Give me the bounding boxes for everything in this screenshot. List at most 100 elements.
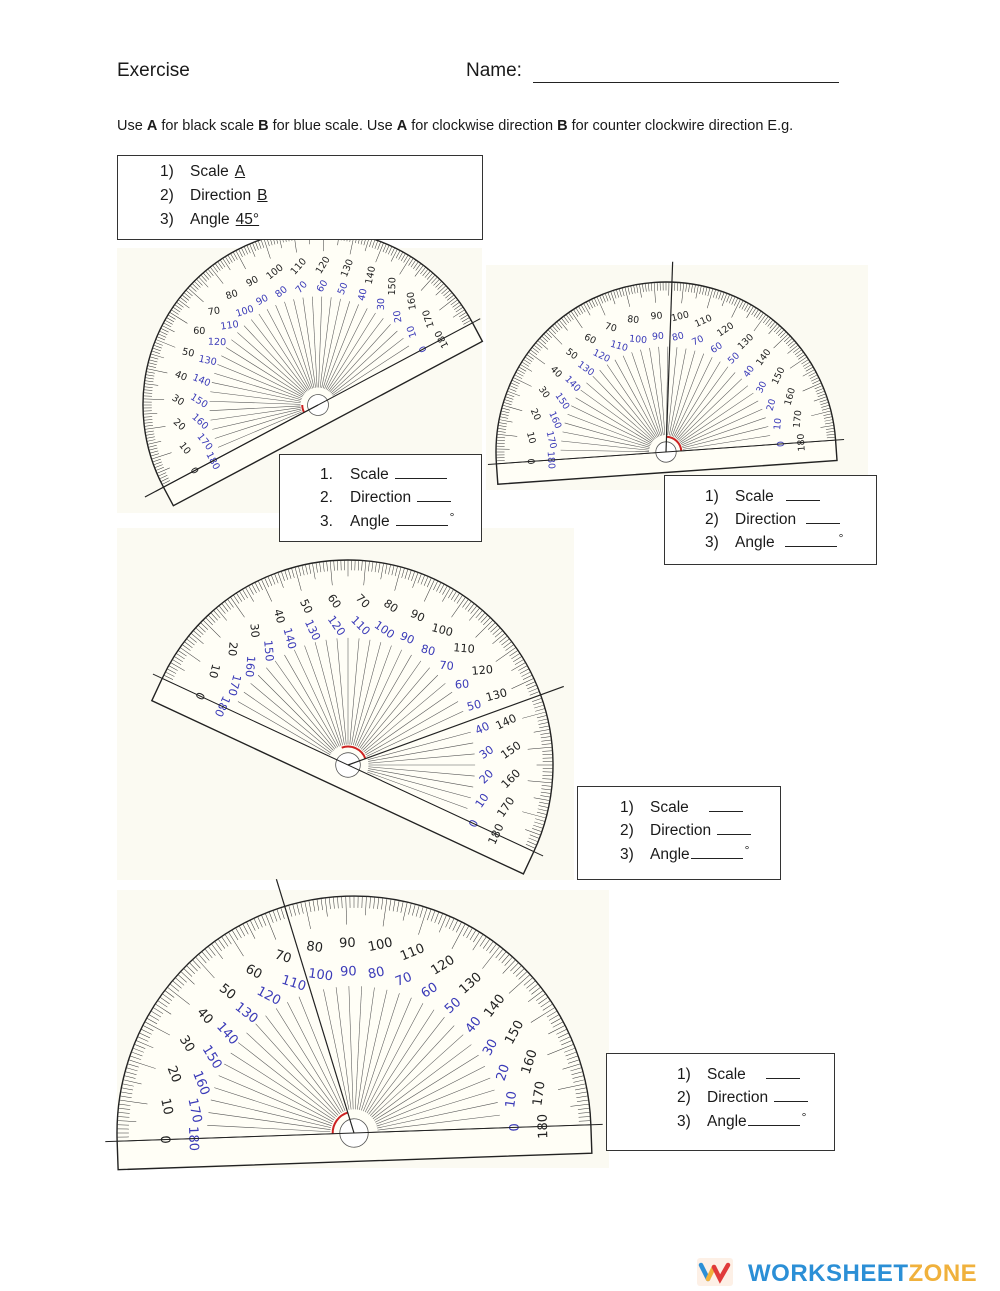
svg-text:60: 60	[582, 332, 598, 347]
q2-direction-blank[interactable]	[806, 508, 841, 524]
q4-scale: 1)Scale	[677, 1063, 800, 1084]
svg-text:120: 120	[471, 663, 494, 678]
page-title: Exercise	[117, 60, 190, 81]
svg-text:110: 110	[279, 973, 307, 995]
svg-text:100: 100	[629, 333, 648, 346]
svg-text:20: 20	[225, 641, 239, 656]
svg-text:140: 140	[364, 265, 379, 285]
svg-text:20: 20	[392, 310, 405, 324]
svg-text:10: 10	[772, 417, 784, 430]
svg-text:170: 170	[530, 1080, 548, 1107]
protractor-3: 0180101702016030150401405013060120701108…	[150, 559, 564, 875]
svg-text:90: 90	[408, 607, 426, 625]
svg-text:90: 90	[340, 964, 357, 980]
svg-text:50: 50	[466, 697, 483, 713]
svg-text:100: 100	[367, 935, 394, 955]
q3-direction-blank[interactable]	[717, 819, 752, 835]
svg-text:90: 90	[652, 331, 665, 343]
svg-text:130: 130	[197, 354, 217, 369]
name-label: Name:	[466, 60, 522, 81]
svg-text:80: 80	[305, 939, 323, 956]
svg-text:160: 160	[243, 655, 258, 678]
q2-direction: 2)Direction	[705, 508, 841, 529]
svg-text:30: 30	[754, 380, 769, 396]
svg-text:90: 90	[254, 293, 270, 308]
q2-scale-blank[interactable]	[785, 485, 820, 501]
svg-text:80: 80	[627, 314, 640, 326]
svg-text:40: 40	[271, 608, 287, 625]
q3-scale-blank[interactable]	[708, 796, 743, 812]
q4-direction: 2)Direction	[677, 1086, 809, 1107]
protractor-2: 0180101702016030150401405013060120701108…	[487, 261, 845, 485]
question-box-1: 1.Scale 2.Direction 3.Angle°	[279, 454, 482, 542]
instructions: Use A for black scale B for blue scale. …	[117, 118, 794, 134]
svg-text:80: 80	[367, 964, 386, 982]
svg-text:90: 90	[398, 629, 416, 647]
svg-text:20: 20	[164, 1064, 184, 1085]
worksheetzone-brand[interactable]: WORKSHEETZONE	[748, 1260, 978, 1287]
svg-text:30: 30	[376, 298, 387, 311]
question-box-2: 1)Scale 2)Direction 3)Angle°	[664, 475, 877, 565]
svg-text:70: 70	[273, 948, 293, 967]
svg-text:10: 10	[206, 662, 222, 679]
svg-text:170: 170	[544, 430, 559, 450]
q2-scale: 1)Scale	[705, 485, 820, 506]
svg-text:80: 80	[671, 330, 685, 344]
svg-text:30: 30	[247, 623, 261, 638]
svg-text:40: 40	[173, 369, 188, 384]
svg-text:50: 50	[297, 597, 315, 615]
svg-text:10: 10	[503, 1090, 520, 1108]
q4-direction-blank[interactable]	[774, 1086, 809, 1102]
svg-text:110: 110	[453, 641, 476, 656]
svg-text:70: 70	[207, 306, 221, 319]
q2-angle-blank[interactable]	[784, 531, 837, 547]
q1-direction-blank[interactable]	[417, 486, 452, 502]
svg-text:70: 70	[603, 321, 618, 335]
svg-text:60: 60	[419, 980, 441, 1001]
svg-text:60: 60	[243, 962, 265, 983]
svg-text:110: 110	[609, 339, 629, 355]
svg-text:160: 160	[519, 1048, 541, 1076]
q1-angle: 3.Angle°	[320, 510, 455, 530]
q1-angle-blank[interactable]	[395, 510, 448, 526]
svg-text:170: 170	[792, 410, 805, 429]
svg-text:150: 150	[261, 639, 276, 662]
q3-angle: 3)Angle°	[620, 843, 750, 863]
svg-text:60: 60	[315, 278, 331, 294]
q4-scale-blank[interactable]	[765, 1063, 800, 1079]
svg-text:50: 50	[336, 281, 351, 296]
q4-angle: 3)Angle°	[677, 1110, 807, 1130]
q3-scale: 1)Scale	[620, 796, 743, 817]
svg-text:70: 70	[393, 970, 414, 990]
svg-text:120: 120	[208, 337, 227, 349]
svg-text:20: 20	[494, 1062, 513, 1082]
svg-text:70: 70	[439, 659, 454, 673]
q3-angle-blank[interactable]	[690, 843, 743, 859]
svg-text:100: 100	[670, 309, 690, 324]
q1-direction: 2.Direction	[320, 486, 452, 507]
q4-angle-blank[interactable]	[747, 1110, 800, 1126]
svg-text:170: 170	[421, 308, 437, 329]
q3-direction: 2)Direction	[620, 819, 752, 840]
svg-text:80: 80	[224, 288, 239, 302]
svg-text:100: 100	[430, 621, 454, 639]
svg-text:170: 170	[184, 1097, 204, 1124]
svg-text:50: 50	[181, 346, 195, 359]
svg-text:140: 140	[281, 626, 299, 650]
svg-text:150: 150	[387, 277, 399, 296]
svg-text:20: 20	[528, 407, 543, 422]
q1-scale-blank[interactable]	[394, 463, 447, 479]
svg-text:170: 170	[225, 673, 243, 697]
svg-text:10: 10	[405, 324, 419, 339]
q2-angle: 3)Angle°	[705, 531, 844, 551]
svg-text:100: 100	[307, 966, 334, 984]
svg-text:90: 90	[245, 274, 261, 289]
name-input-line[interactable]	[533, 82, 839, 83]
svg-text:60: 60	[193, 326, 206, 337]
question-box-4: 1)Scale 2)Direction 3)Angle°	[606, 1053, 835, 1151]
svg-text:30: 30	[480, 1037, 501, 1059]
svg-text:70: 70	[690, 333, 705, 348]
